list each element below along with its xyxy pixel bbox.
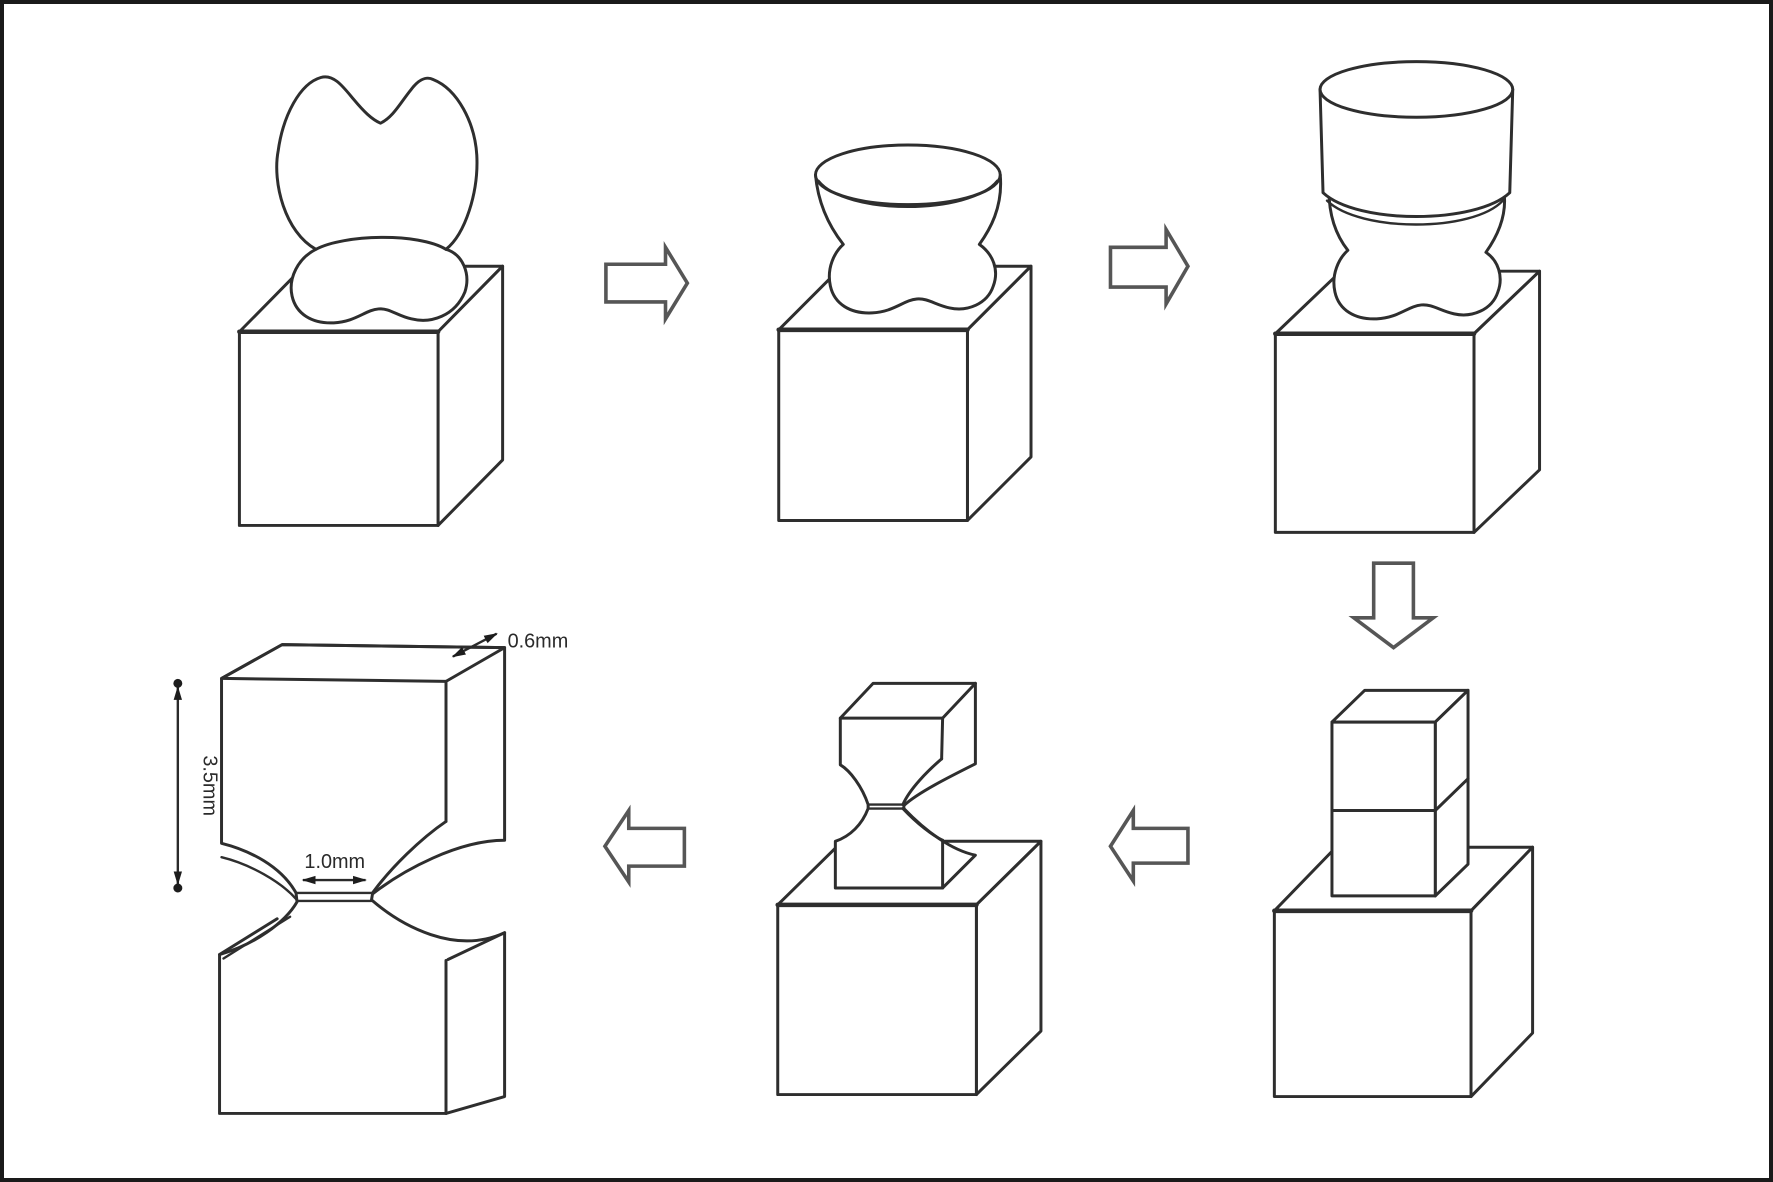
depth-label: 0.6mm: [508, 631, 569, 653]
hourglass-specimen-shape: [833, 681, 977, 890]
tooth-base-shape: [1327, 189, 1507, 321]
trimmed-tooth-shape: [813, 173, 1003, 315]
arrow-right-icon: [1108, 222, 1191, 311]
process-diagram: 3.5mm 0.6mm 1.0mm: [173, 60, 1542, 1115]
arrow-down-icon: [1348, 561, 1439, 650]
step-5-hourglass-on-block: [775, 681, 1043, 1097]
arrow-left-icon: [602, 804, 687, 888]
molar-tooth-shape: [275, 75, 479, 325]
height-label: 3.5mm: [199, 755, 221, 816]
step-2-ground-tooth-in-block: [776, 143, 1033, 522]
step-6-final-specimen: 3.5mm 0.6mm 1.0mm: [173, 631, 569, 1115]
step-3-cylinder-on-tooth: [1273, 60, 1542, 534]
composite-cylinder-shape: [1318, 87, 1515, 218]
height-dimension: 3.5mm: [173, 678, 221, 893]
arrow-right-icon: [604, 240, 690, 326]
waist-dimension: 1.0mm: [301, 851, 367, 885]
dumbbell-edges: [218, 643, 507, 1115]
waist-label: 1.0mm: [304, 851, 365, 873]
step-4-beam-on-block: [1272, 688, 1535, 1099]
hourglass-edges: [838, 681, 977, 890]
sectioned-beam-shape: [1330, 688, 1470, 898]
depth-dimension: 0.6mm: [451, 631, 569, 658]
cylinder-top-ellipse: [1318, 60, 1515, 119]
cut-surface-ellipse: [813, 143, 1002, 207]
arrow-left-icon: [1108, 804, 1190, 887]
step-1-tooth-in-block: [237, 75, 505, 527]
